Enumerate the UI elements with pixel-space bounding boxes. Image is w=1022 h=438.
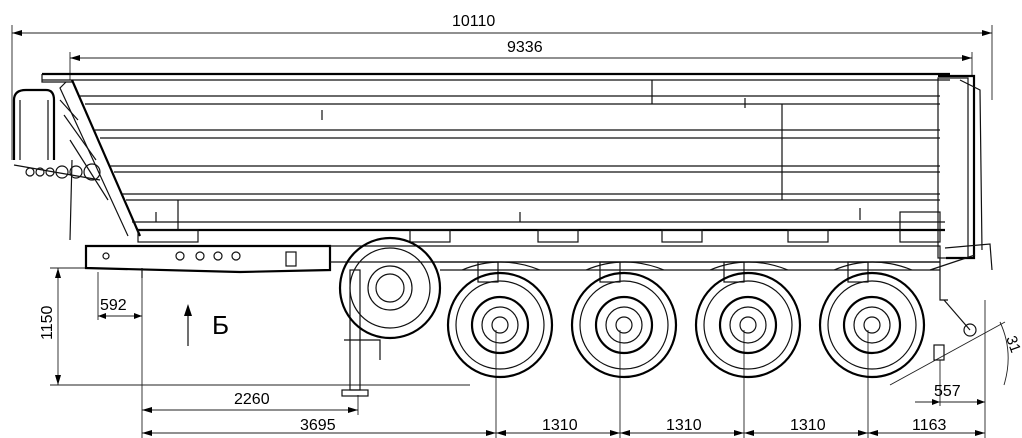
view-label: Б	[212, 310, 229, 340]
dim-kingpin-axle: 3695	[300, 417, 336, 434]
wheel-axle-1	[446, 271, 554, 379]
dim-overall-length: 10110	[452, 13, 495, 30]
dim-rear-overhang: 1163	[912, 417, 947, 434]
view-arrow-icon	[184, 304, 192, 346]
dim-body-length: 9336	[507, 39, 543, 56]
dim-axle-spacing-1: 1310	[542, 417, 578, 434]
rear-bumper	[929, 254, 977, 361]
dim-front-overhang: 592	[100, 297, 127, 314]
spare-wheel	[338, 236, 442, 340]
dim-axle-spacing-3: 1310	[790, 417, 826, 434]
dim-axle-spacing-2: 1310	[666, 417, 702, 434]
wheel-axle-4	[818, 271, 926, 379]
front-ladder	[12, 88, 101, 181]
dim-rear-step: 557	[934, 383, 961, 400]
dimension-labels: 10110 9336 1150 592 2260 3695 1310 1310 …	[39, 13, 1022, 434]
dim-height: 1150	[39, 305, 56, 340]
axle-wheels	[446, 261, 926, 379]
tipper-body	[41, 72, 993, 271]
chassis-frame	[84, 244, 941, 283]
dimension-lines	[11, 25, 1009, 438]
wheel-axle-3	[694, 271, 802, 379]
landing-gear	[341, 269, 381, 397]
dim-kingpin-support: 2260	[234, 391, 270, 408]
dim-angle: 31	[1002, 334, 1022, 355]
wheel-axle-2	[570, 271, 678, 379]
